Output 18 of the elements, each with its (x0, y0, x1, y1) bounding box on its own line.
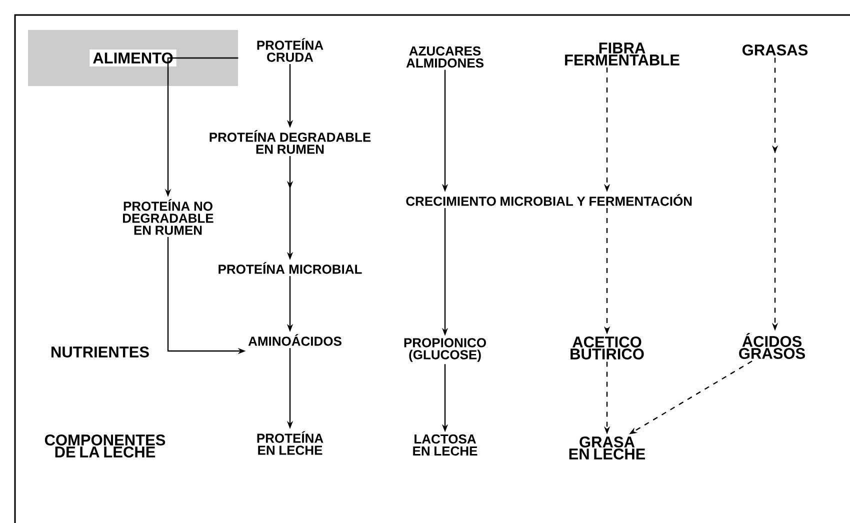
stage-label: PROTEÍNA CRUDA (257, 38, 324, 62)
stage-label: ACETICO BUTIRICO (570, 336, 644, 360)
stage-label: PROPIONICO (GLUCOSE) (404, 338, 486, 362)
stage-label: LACTOSA EN LECHE (413, 434, 478, 456)
stage-label: GRASAS (742, 44, 808, 56)
stage-label: AMINOÁCIDOS (248, 334, 342, 346)
stage-label: GRASA EN LECHE (569, 436, 646, 460)
stage-label: PROTEÍNA DEGRADABLE EN RUMEN (210, 130, 371, 154)
stage-label: CRECIMIENTO MICROBIAL Y FERMENTACIÓN (406, 194, 692, 206)
stage-label: PROTEÍNA MICROBIAL (218, 262, 362, 274)
stage-label: FIBRA FERMENTABLE (565, 42, 680, 66)
row-label: COMPONENTES DE LA LECHE (44, 434, 166, 458)
stage-label: PROTEÍNA EN LECHE (257, 431, 324, 455)
stage-label: AZUCARES ALMIDONES (406, 46, 484, 68)
input-box: ALIMENTO (28, 30, 238, 86)
row-label: NUTRIENTES (52, 346, 149, 358)
stage-label: ÁCIDOS GRASOS (739, 333, 805, 359)
stage-label: PROTEÍNA NO DEGRADABLE EN RUMEN (123, 199, 214, 235)
